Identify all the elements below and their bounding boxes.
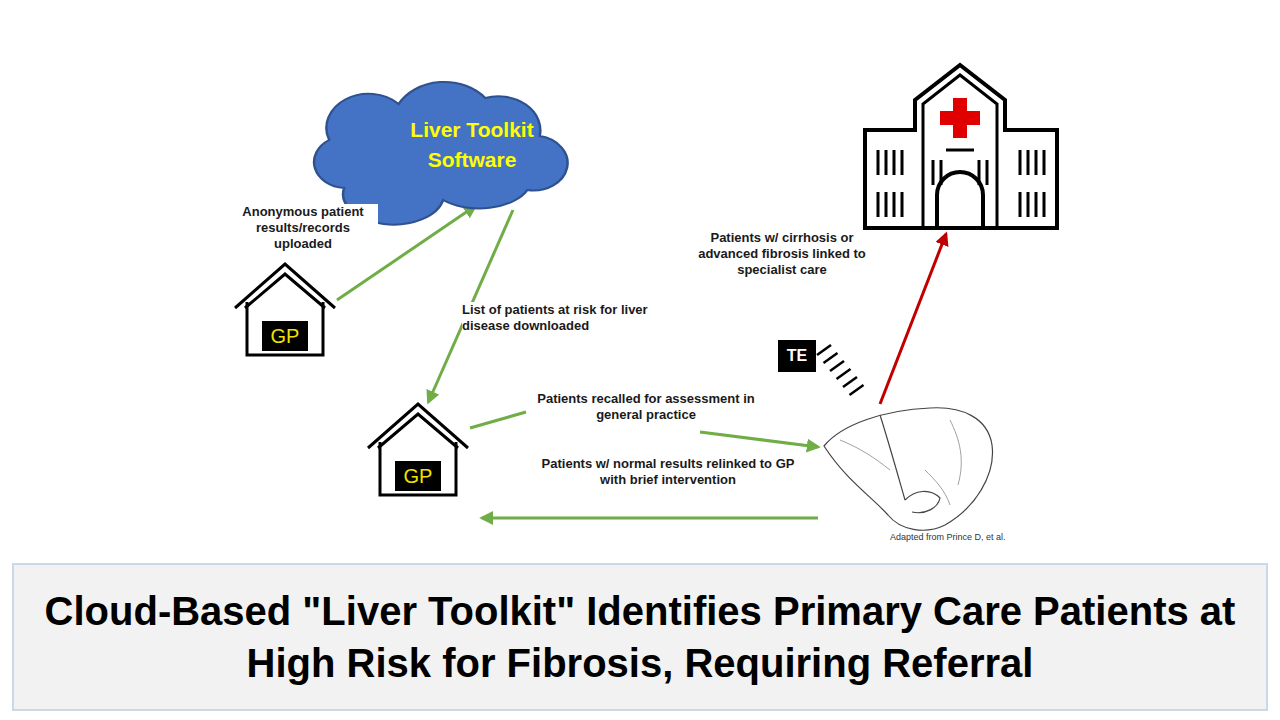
- signal-stroke: [843, 377, 857, 387]
- edge-label: Anonymous patient results/records upload…: [228, 204, 378, 252]
- process-arrows: [470, 234, 946, 518]
- gallbladder: [905, 491, 940, 512]
- cloud-label: Liver Toolkit Software: [397, 115, 547, 175]
- roof-inner: [245, 274, 325, 308]
- red-cross: [940, 98, 980, 138]
- roof-outer: [235, 264, 335, 308]
- roof-inner: [378, 414, 458, 448]
- signal-stroke: [850, 385, 864, 395]
- signal-stroke: [824, 353, 838, 363]
- recall-arrow-start: [470, 412, 526, 428]
- referral-arrow: [880, 234, 946, 404]
- node-label: GP: [262, 321, 309, 351]
- falciform-ligament: [880, 415, 905, 500]
- practice-house: GP: [366, 402, 470, 497]
- hospital-sign-line: [946, 149, 974, 152]
- title-banner: Cloud-Based "Liver Toolkit" Identifies P…: [12, 563, 1268, 711]
- signal-stroke: [830, 361, 844, 371]
- hospital-outline: [865, 65, 1057, 228]
- recall-arrow: [700, 432, 818, 447]
- source-note: Adapted from Prince D, et al.: [890, 532, 1060, 543]
- liver-outline: [824, 408, 992, 530]
- hospital-door: [937, 172, 983, 228]
- step-label: Patients w/ cirrhosis or advanced fibros…: [694, 230, 870, 278]
- roof-outer: [368, 404, 468, 448]
- te-box: TE: [778, 340, 816, 372]
- practice-house: GP: [233, 262, 337, 357]
- edge-label: List of patients at risk for liver disea…: [462, 302, 682, 334]
- signal-stroke: [837, 369, 851, 379]
- cloud-node: Liver Toolkit Software: [297, 80, 567, 210]
- diagram-title: Cloud-Based "Liver Toolkit" Identifies P…: [30, 585, 1250, 689]
- liver-shading: [840, 420, 961, 505]
- node-label: GP: [395, 461, 442, 491]
- relink-arrow: [482, 517, 818, 520]
- te-signal: [817, 345, 864, 395]
- hospital-icon: [865, 65, 1057, 228]
- step-label: Patients recalled for assessment in gene…: [530, 391, 762, 423]
- liver-illustration: [824, 408, 992, 530]
- hospital-tower: [923, 75, 997, 228]
- house-walls: [380, 442, 456, 495]
- house-walls: [247, 302, 323, 355]
- cloud-shape: [297, 80, 567, 210]
- hospital-windows: [878, 150, 1044, 217]
- signal-stroke: [817, 345, 831, 355]
- step-label: Patients w/ normal results relinked to G…: [532, 456, 804, 488]
